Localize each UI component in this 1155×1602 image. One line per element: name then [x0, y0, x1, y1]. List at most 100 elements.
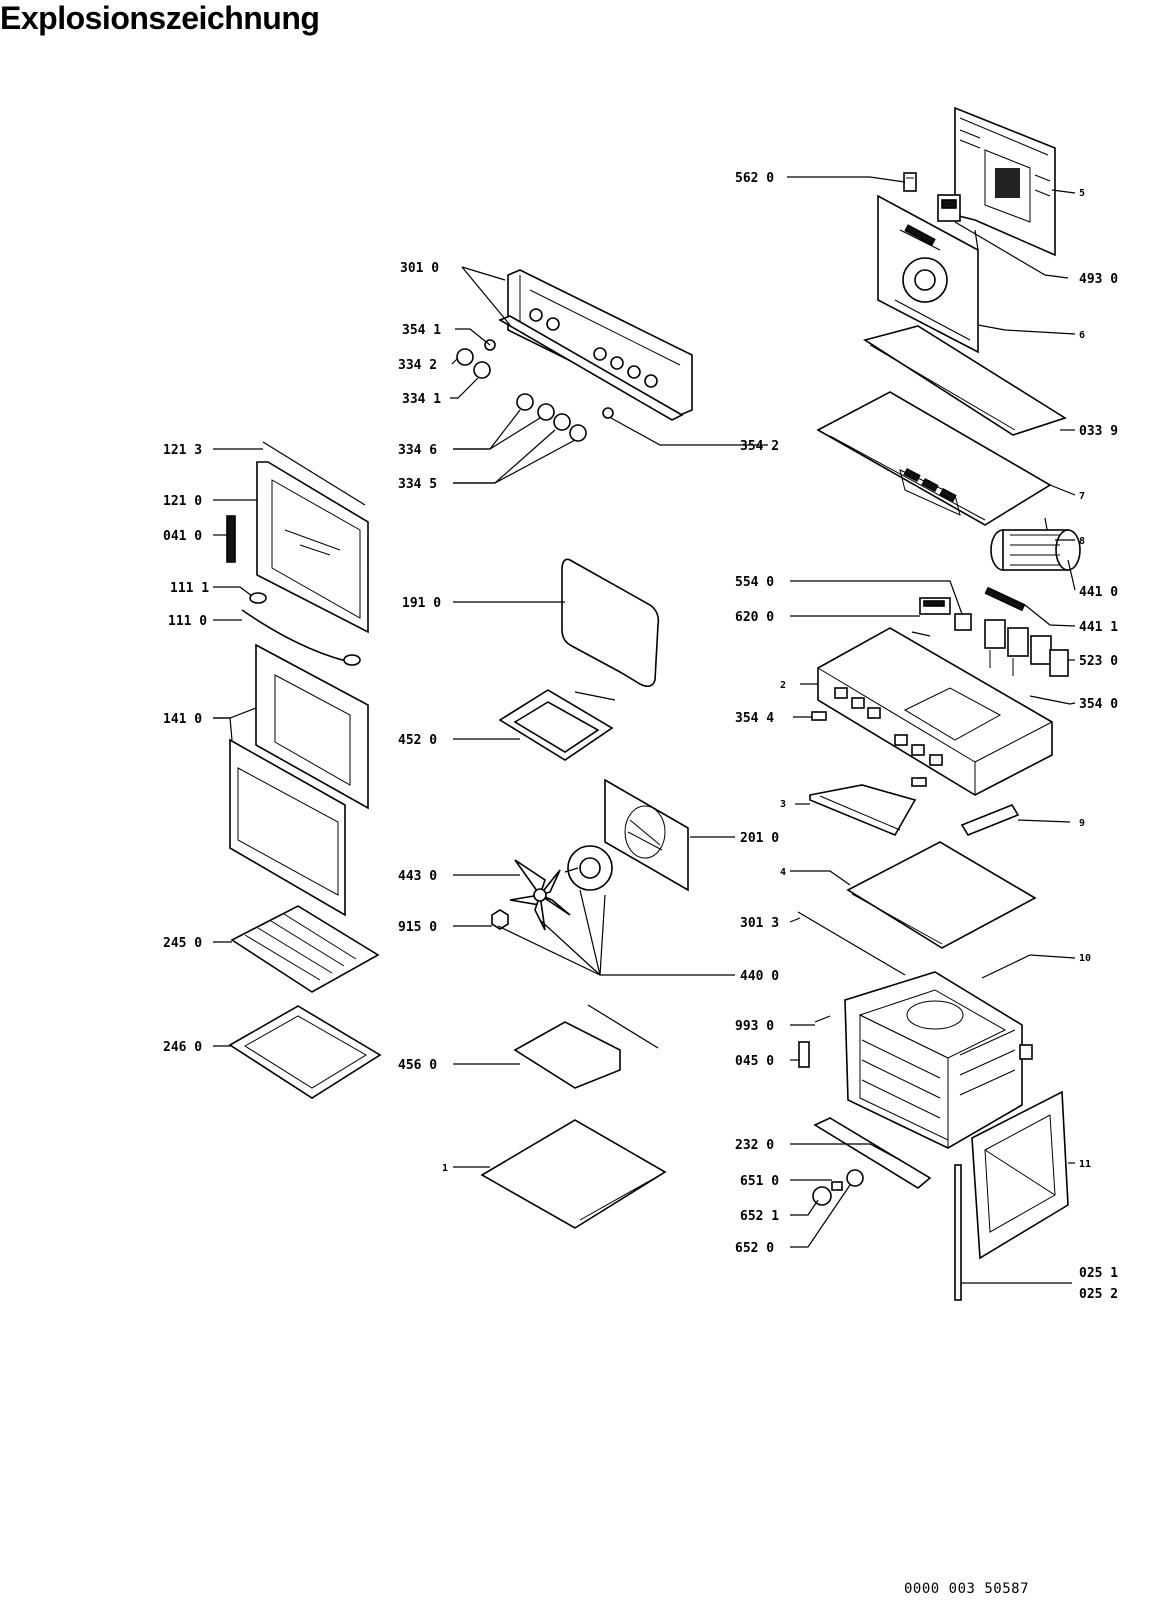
hinge-bar-part — [954, 1164, 962, 1301]
rod-part — [911, 631, 931, 637]
label-11: 11 — [1079, 1159, 1091, 1170]
strip-part — [960, 804, 1020, 836]
front-frame-part — [813, 1117, 932, 1189]
handle-bar-part — [241, 609, 351, 663]
terminal-strip-part — [984, 586, 1026, 612]
fan-wheel-part — [509, 859, 571, 931]
label-10: 10 — [1079, 953, 1091, 964]
label-045-0: 045 0 — [735, 1054, 774, 1069]
rear-panel-part — [877, 194, 979, 354]
fan-motor-part — [564, 845, 613, 891]
insulation-mat-part — [863, 325, 1067, 436]
baking-tray-part — [228, 1005, 382, 1099]
screw-993-part — [814, 1015, 831, 1023]
label-8: 8 — [1079, 536, 1085, 547]
label-440-0: 440 0 — [740, 969, 779, 984]
label-4: 4 — [780, 867, 786, 878]
side-panel-part — [971, 1090, 1069, 1260]
label-452-0: 452 0 — [398, 733, 437, 748]
back-cover-part — [954, 106, 1056, 257]
fan-cover-part — [604, 778, 689, 892]
switch-part — [954, 613, 972, 631]
label-354-2: 354 2 — [740, 439, 779, 454]
door-handle-part — [226, 515, 236, 563]
lamp-holder-part — [831, 1181, 843, 1191]
label-443-0: 443 0 — [398, 869, 437, 884]
thermostat-clip-part — [903, 172, 917, 192]
label-1: 1 — [442, 1163, 448, 1174]
label-3: 3 — [780, 799, 786, 810]
label-245-0: 245 0 — [163, 936, 202, 951]
grill-element-part — [498, 689, 616, 761]
label-456-0: 456 0 — [398, 1058, 437, 1073]
door-glass-part — [229, 643, 369, 917]
lamp-part — [798, 1041, 810, 1068]
label-493-0: 493 0 — [1079, 272, 1118, 287]
nut-part — [491, 909, 509, 930]
document-number: 0000 003 50587 — [904, 1581, 1030, 1597]
label-121-3: 121 3 — [163, 443, 202, 458]
rail-part — [797, 911, 906, 976]
door-frame-part — [256, 461, 369, 634]
screw-part — [911, 777, 927, 787]
page-title: Explosionszeichnung — [0, 0, 320, 36]
label-554-0: 554 0 — [735, 575, 774, 590]
thermostat-part — [919, 597, 951, 615]
label-246-0: 246 0 — [163, 1040, 202, 1055]
door-seal-part — [262, 441, 366, 506]
bottom-plate-part — [480, 1119, 667, 1229]
leader-lines — [213, 176, 1076, 1284]
top-plate-part — [816, 391, 1052, 526]
label-201-0: 201 0 — [740, 831, 779, 846]
label-5: 5 — [1079, 188, 1085, 199]
label-334-2: 334 2 — [398, 358, 437, 373]
label-441-0: 441 0 — [1079, 585, 1118, 600]
label-121-0: 121 0 — [163, 494, 202, 509]
label-334-5: 334 5 — [398, 477, 437, 492]
lamp-cover-part — [846, 1169, 864, 1187]
floor-plate-part — [846, 841, 1037, 949]
label-441-1: 441 1 — [1079, 620, 1118, 635]
label-334-6: 334 6 — [398, 443, 437, 458]
label-232-0: 232 0 — [735, 1138, 774, 1153]
label-651-0: 651 0 — [740, 1174, 779, 1189]
lamp-glass-part — [812, 1186, 832, 1206]
rod-10-part — [981, 954, 1031, 979]
label-301-3: 301 3 — [740, 916, 779, 931]
rod-part — [1029, 695, 1071, 705]
label-652-0: 652 0 — [735, 1241, 774, 1256]
label-562-0: 562 0 — [735, 171, 774, 186]
label-334-1: 334 1 — [402, 392, 441, 407]
label-6: 6 — [1079, 330, 1085, 341]
label-111-0: 111 0 — [168, 614, 207, 629]
label-9: 9 — [1079, 818, 1085, 829]
oven-seal-part — [561, 558, 660, 688]
label-301-0: 301 0 — [400, 261, 439, 276]
label-354-0: 354 0 — [1079, 697, 1118, 712]
screw-part — [811, 711, 827, 721]
label-523-0: 523 0 — [1079, 654, 1118, 669]
label-041-0: 041 0 — [163, 529, 202, 544]
bracket-part — [809, 784, 917, 837]
handle-support-part — [249, 592, 267, 604]
label-033-9: 033 9 — [1079, 424, 1118, 439]
cooling-fan-part — [990, 529, 1081, 571]
control-housing-part — [817, 627, 1053, 796]
label-2: 2 — [780, 680, 786, 691]
label-993-0: 993 0 — [735, 1019, 774, 1034]
label-111-1: 111 1 — [170, 581, 209, 596]
label-652-1: 652 1 — [740, 1209, 779, 1224]
handle-support-part — [343, 654, 361, 666]
relay-part — [937, 194, 961, 222]
bottom-heater-part — [513, 1004, 659, 1089]
wire-shelf-part — [230, 905, 380, 993]
label-025-1: 025 1 — [1079, 1266, 1118, 1281]
label-354-1: 354 1 — [402, 323, 441, 338]
oven-cavity-part — [844, 971, 1033, 1149]
selector-switches-part — [984, 619, 1069, 677]
label-915-0: 915 0 — [398, 920, 437, 935]
label-025-2: 025 2 — [1079, 1287, 1118, 1302]
control-panel-part — [498, 269, 693, 421]
label-354-4: 354 4 — [735, 711, 774, 726]
